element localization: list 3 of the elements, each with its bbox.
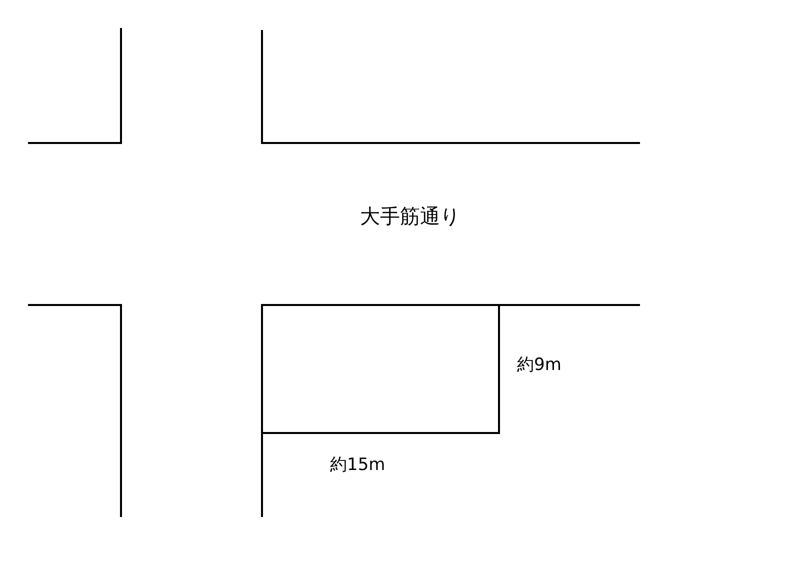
dimension-label: 約9m (517, 355, 562, 376)
dimension-label: 約15m (330, 455, 386, 476)
street-name-label: 大手筋通り (360, 204, 460, 228)
